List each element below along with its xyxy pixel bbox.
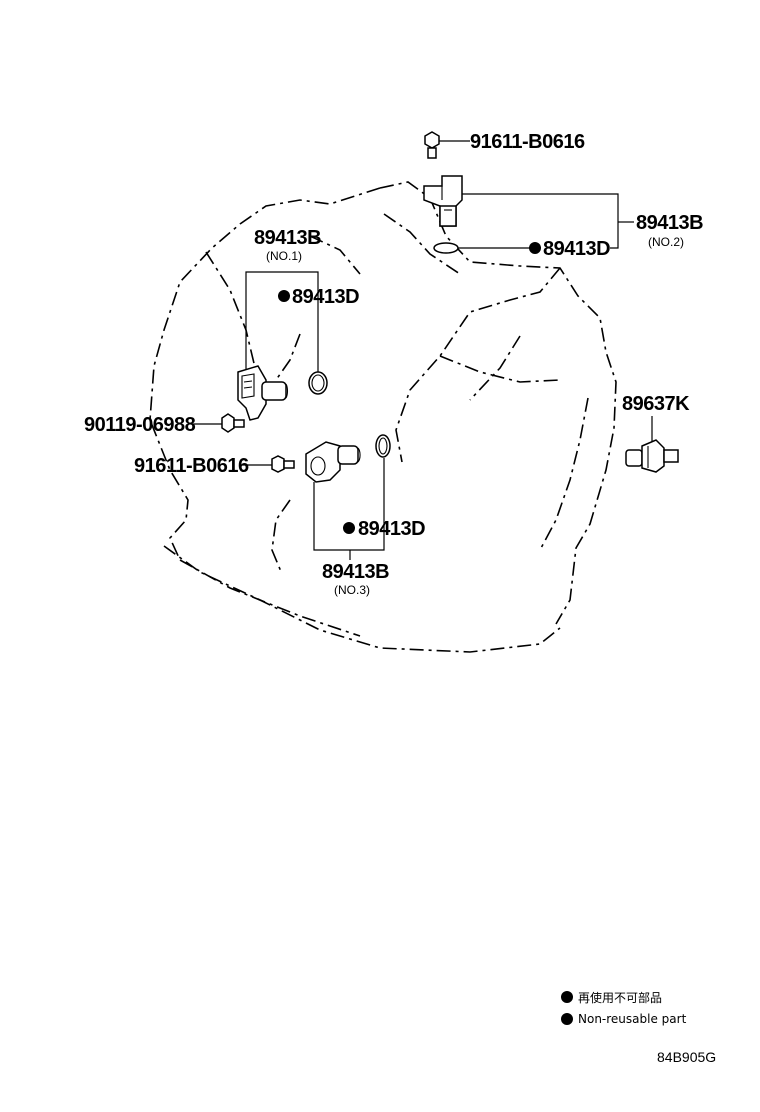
oring-no1 <box>308 371 328 395</box>
note-sensor-no3: (NO.3) <box>334 583 370 597</box>
note-sensor-no2: (NO.2) <box>648 235 684 249</box>
speed-sensor-right <box>625 439 679 473</box>
bolt-left <box>221 413 245 433</box>
non-reusable-marker-icon <box>278 290 290 302</box>
non-reusable-marker-icon <box>561 1013 573 1025</box>
label-bolt-top: 91611-B0616 <box>470 131 585 153</box>
label-sensor-no1: 89413B <box>254 227 321 249</box>
label-oring-no1: 89413D <box>292 286 359 308</box>
label-sensor-no3: 89413B <box>322 561 389 583</box>
speed-sensor-no1 <box>237 365 289 421</box>
non-reusable-marker-icon <box>529 242 541 254</box>
speed-sensor-no3 <box>305 441 361 483</box>
legend: 再使用不可部品 Non-reusable part <box>561 990 687 1026</box>
bolt-mid <box>271 455 295 473</box>
label-oring-no2: 89413D <box>543 238 610 260</box>
oring-no2 <box>433 242 459 254</box>
note-sensor-no1: (NO.1) <box>266 249 302 263</box>
speed-sensor-no2 <box>423 175 463 227</box>
oring-no3 <box>375 434 391 458</box>
legend-english: Non-reusable part <box>578 1012 687 1026</box>
label-bolt-mid: 91611-B0616 <box>134 455 249 477</box>
label-sensor-right: 89637K <box>622 393 690 415</box>
non-reusable-marker-icon <box>561 991 573 1003</box>
bolt-top <box>424 131 470 159</box>
label-bolt-left: 90119-06988 <box>84 414 196 436</box>
label-oring-no3: 89413D <box>358 518 425 540</box>
non-reusable-marker-icon <box>343 522 355 534</box>
legend-japanese: 再使用不可部品 <box>578 990 662 1005</box>
diagram-code: 84B905G <box>657 1049 716 1065</box>
label-sensor-no2: 89413B <box>636 212 703 234</box>
